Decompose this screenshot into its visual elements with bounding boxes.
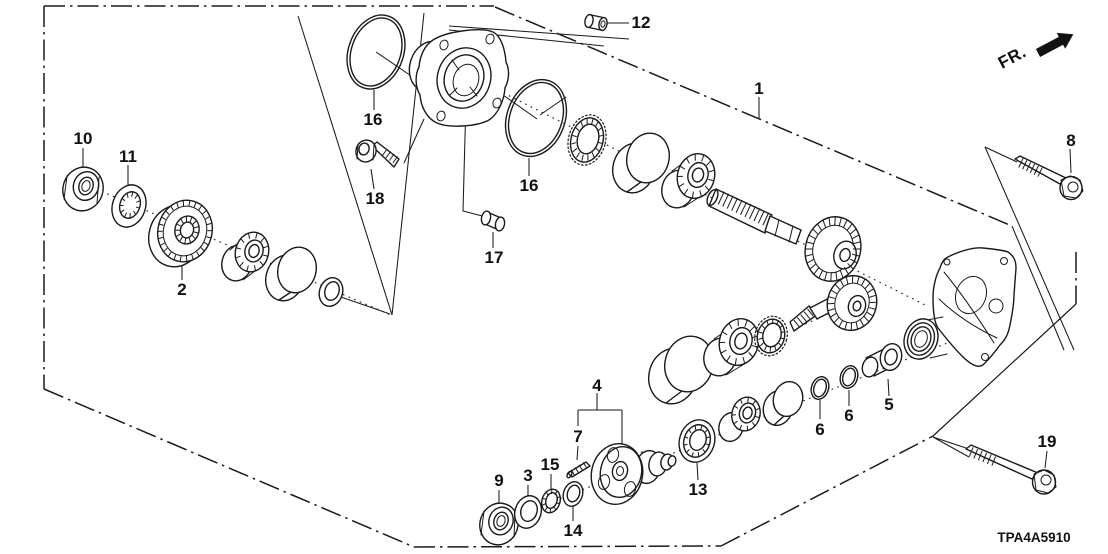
part-16-oring-b-graphic xyxy=(504,78,568,158)
cover-flange-graphic xyxy=(408,29,510,127)
callout-5: 5 xyxy=(884,395,893,414)
part-6-oring-a-graphic xyxy=(810,376,830,400)
transfer-housing-graphic xyxy=(903,247,1017,367)
callout-13: 13 xyxy=(689,480,708,499)
callout-18: 18 xyxy=(366,189,385,208)
callout-7: 7 xyxy=(573,427,582,446)
part-11-washer-graphic xyxy=(111,184,147,228)
small-seal-graphic xyxy=(318,277,344,307)
callout-12: 12 xyxy=(632,13,651,32)
part-15-washer-graphic xyxy=(540,488,562,514)
diagram-code: TPA4A5910 xyxy=(997,530,1070,545)
leader-lines xyxy=(82,12,1075,521)
callout-17: 17 xyxy=(485,248,504,267)
part-19-bolt-graphic xyxy=(965,444,1057,495)
race-band-small-graphic xyxy=(762,380,804,427)
part-5-bushing-graphic xyxy=(861,342,903,378)
part-2-gear-graphic xyxy=(148,199,213,268)
callout-2: 2 xyxy=(177,280,186,299)
callout-4: 4 xyxy=(592,376,602,395)
part-14-washer-graphic xyxy=(562,481,584,507)
callout-1: 1 xyxy=(754,79,763,98)
part-12-dowel-pin-graphic xyxy=(584,13,608,32)
part-16-oring-a-graphic xyxy=(346,14,406,90)
tapered-bearing-small-graphic xyxy=(718,396,761,443)
tapered-bearing-lower-graphic xyxy=(703,318,760,377)
callout-9: 9 xyxy=(494,471,503,490)
phantom-border xyxy=(43,5,1077,548)
part-6-oring-b-graphic xyxy=(839,365,859,389)
callout-19: 19 xyxy=(1038,432,1057,451)
callout-15: 15 xyxy=(541,455,560,474)
fr-arrow-icon xyxy=(1035,32,1074,57)
tapered-bearing-graphic xyxy=(221,231,270,282)
part-7-spring-pin-graphic xyxy=(566,461,591,479)
part-13-oil-seal-graphic xyxy=(678,419,716,463)
callout-16-a: 16 xyxy=(364,110,383,129)
part-17-dowel-pin-graphic xyxy=(480,210,506,232)
callout-10: 10 xyxy=(74,129,93,148)
callout-14: 14 xyxy=(564,521,583,540)
callout-labels: 10 11 2 16 18 12 16 17 1 8 4 7 15 3 9 14… xyxy=(74,13,1076,540)
callout-8: 8 xyxy=(1066,131,1075,150)
part-8-bolt-graphic xyxy=(1014,155,1084,201)
fr-label: FR. xyxy=(995,42,1029,72)
tapered-bearing-upper-graphic xyxy=(661,153,716,209)
toothed-ring-graphic xyxy=(754,315,788,357)
secondary-shaft-gear-graphic xyxy=(789,274,878,332)
part-18-bolt-graphic xyxy=(355,139,400,168)
part-10-locknut-graphic xyxy=(62,166,104,212)
fr-direction-indicator: FR. xyxy=(995,32,1074,73)
callout-6-b: 6 xyxy=(844,406,853,425)
callout-3: 3 xyxy=(523,466,532,485)
race-band-lower-graphic xyxy=(648,335,714,405)
part-3-washer-graphic xyxy=(513,495,543,529)
callout-16-b: 16 xyxy=(520,176,539,195)
main-shaft-bevel-gear-graphic xyxy=(706,188,862,282)
toothed-washer-graphic xyxy=(567,114,607,166)
callout-11: 11 xyxy=(119,147,137,166)
part-4-joint-graphic xyxy=(590,442,677,506)
bearing-race-graphic xyxy=(265,246,317,302)
callout-6-a: 6 xyxy=(815,420,824,439)
race-band-upper-graphic xyxy=(612,132,670,194)
